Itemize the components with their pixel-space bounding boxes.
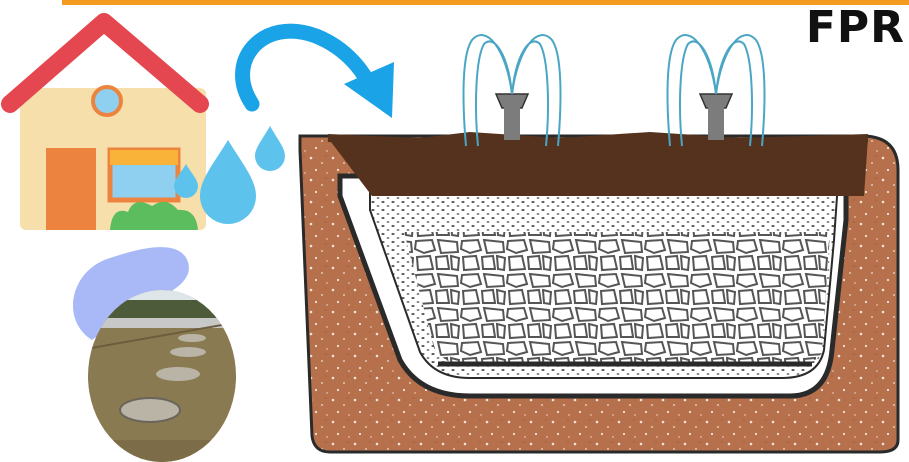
house-icon xyxy=(10,22,206,230)
sprinkler-icon xyxy=(464,35,561,146)
flow-arrow-icon xyxy=(243,31,394,118)
sprinkler-icon xyxy=(668,35,765,146)
filter-bed-photo xyxy=(73,247,250,462)
topsoil-layer xyxy=(328,138,868,196)
filter-cross-section xyxy=(300,136,898,452)
